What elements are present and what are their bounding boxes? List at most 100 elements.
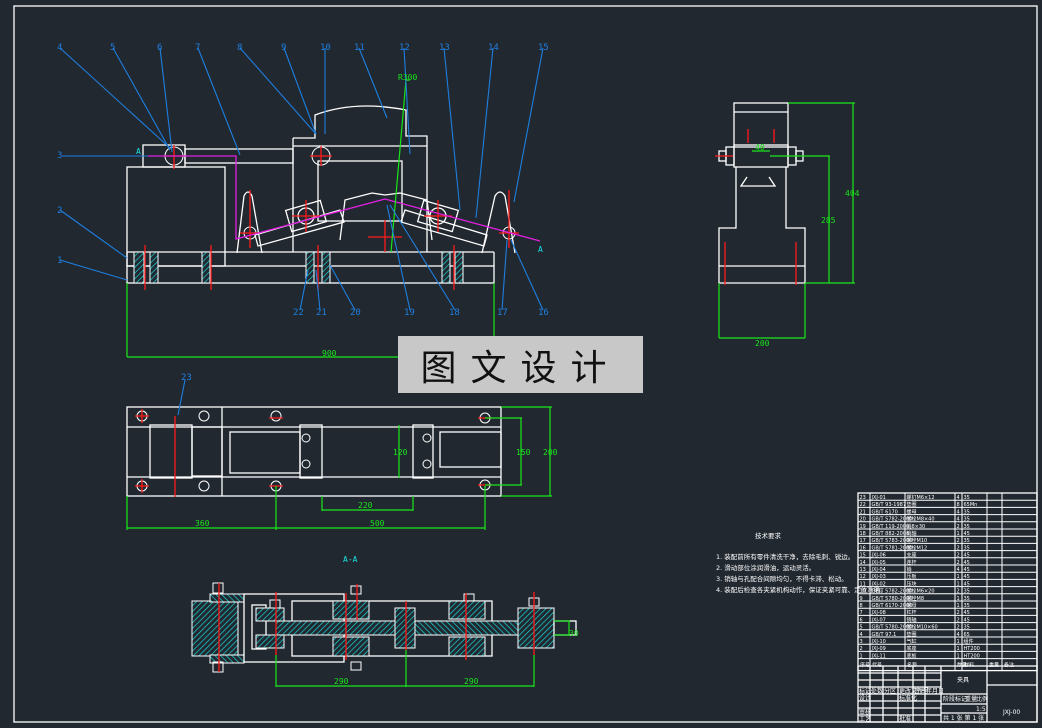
dim-base: 200 [755,339,770,348]
row-label: 分区 [884,687,896,695]
bom-cell-mat: 35 [964,509,970,515]
balloon-12: 12 [399,43,410,53]
bom-cell-code: JXJ-04 [871,567,886,573]
bom-cell-no: 5 [860,625,863,631]
bom-cell-code: JXJ-05 [871,560,886,566]
bom-cell-no: 4 [860,632,863,638]
bom-cell-mat: 35 [964,596,970,602]
row-label: 标记 [859,687,871,695]
dim-285: 285 [821,216,836,225]
balloon-21: 21 [316,308,327,318]
bom-cell-name: 销轴 [907,530,917,537]
title-block: 夹具 JXJ-00 阶段标记 重量 比例 1:5 共 1 张 第 1 张 标记 … [857,665,1038,723]
balloon-19: 19 [404,308,415,318]
bom-cell-mat: 45 [964,581,970,587]
balloon-8: 8 [237,43,242,53]
role-label: 设计 [859,694,871,702]
bom-cell-qty: 4 [957,517,960,523]
bom-cell-name: 连杆 [907,559,917,566]
balloon-11: 11 [354,43,365,53]
scale-value: 1:5 [976,706,986,713]
balloon-23: 23 [181,373,192,383]
bom-cell-qty: 1 [957,596,960,602]
bom-cell-mat: 45 [964,610,970,616]
bom-cell-mat: 35 [964,625,970,631]
bom-cell-mat: HT200 [964,646,980,652]
bom-cell-code: GB/T 5783-2000 [872,538,913,544]
top-view: 23 120 150 200 220 360 500 [126,373,558,530]
section-marker-right: A [538,245,543,254]
radius-label: R300 [398,73,417,82]
tech-req-item: 2. 滑动部位涂润滑油，运动灵活。 [716,563,815,572]
bom-cell-no: 6 [860,617,863,623]
bom-cell-qty: 4 [957,509,960,515]
bom-cell-qty: 2 [957,610,960,616]
bom-cell-no: 1 [860,653,863,659]
bom-cell-mat: 45 [964,617,970,623]
bom-cell-code: JXJ-02 [871,581,886,587]
bom-cell-no: 23 [860,495,866,501]
role-label: 标准化 [899,694,917,702]
bom-cell-code: GB/T 5782-2000 [872,589,913,595]
bom-cell-no: 22 [860,502,866,508]
bom-cell-code: GB/T 5780-2000 [872,596,913,602]
dim-360: 360 [195,519,210,528]
balloon-13: 13 [439,43,450,53]
bom-cell-code: GB/T 93-1987 [872,502,907,508]
bom-cell-code: GB/T 5782-2000 [872,517,913,523]
bom-cell-mat: 35 [964,524,970,530]
balloon-15: 15 [538,43,549,53]
bom-cell-mat: 65Mn [964,502,978,508]
bom-cell-name: 销 [907,566,912,573]
bom-cell-qty: 2 [957,553,960,559]
bom-cell-mat: 35 [964,603,970,609]
bom-cell-code: JXJ-07 [871,617,886,623]
bom-cell-name: 垫圈 [907,501,917,508]
front-view: 4 5 6 7 8 9 10 11 12 13 14 15 3 2 1 22 2… [57,43,549,358]
balloon-2: 2 [57,206,62,216]
bom-header-qty: 数量 [957,662,967,669]
bom-cell-code: JXJ-01 [871,495,886,501]
bom-cell-no: 11 [860,581,866,587]
role-label: 审核 [859,708,871,716]
bom-cell-no: 16 [860,545,866,551]
bom-cell-mat: 35 [964,545,970,551]
bom-cell-name: 底座 [907,645,917,652]
bom-cell-no: 12 [860,574,866,580]
bom-cell-name: 螺栓M6×20 [907,588,935,595]
bom-cell-qty: 1 [957,646,960,652]
bom-cell-qty: 8 [957,502,960,508]
dim-30: 30 [569,629,579,638]
bom-cell-no: 8 [860,603,863,609]
bom-cell-name: 气缸 [907,638,917,645]
dim-150: 150 [516,448,531,457]
balloon-22: 22 [293,308,304,318]
balloon-3: 3 [57,151,62,161]
bom-header-weight: 重量 [989,662,999,669]
bom-cell-qty: 2 [957,545,960,551]
stage-label: 阶段标记 [943,695,967,703]
bom-cell-qty: 2 [957,617,960,623]
bom-cell-mat: 35 [964,589,970,595]
role-label: 批准 [899,715,911,723]
bom-cell-code: GB/T 97.1 [872,632,897,638]
bom-cell-no: 18 [860,531,866,537]
side-view: 40 404 285 200 [715,102,860,348]
bom-cell-no: 15 [860,553,866,559]
row-label: 年月日 [926,687,944,695]
bom-cell-code: GB/T 5781-2000 [872,545,913,551]
bom-cell-qty: 1 [957,603,960,609]
bom-cell-no: 2 [860,646,863,652]
bom-cell-qty: 1 [957,653,960,659]
balloon-5: 5 [110,43,115,53]
